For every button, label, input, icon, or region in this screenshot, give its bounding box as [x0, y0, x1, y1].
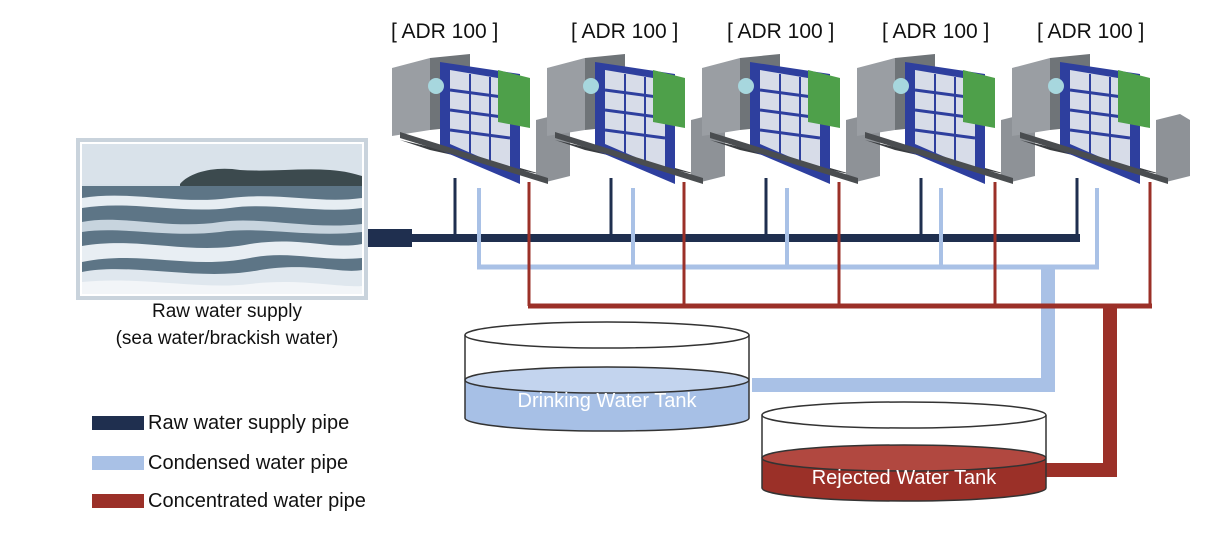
legend-raw-water: Raw water supply pipe: [92, 412, 349, 434]
drinking-water-tank-label: Drinking Water Tank: [517, 390, 697, 412]
adr-unit-label: [ ADR 100 ]: [1037, 20, 1145, 43]
condensed-water-pipe: [477, 188, 1099, 392]
legend-swatch-concentrated: [92, 494, 144, 508]
adr-unit-4: [857, 54, 1035, 184]
legend-swatch-condensed: [92, 456, 144, 470]
legend-label: Concentrated water pipe: [148, 489, 366, 512]
adr-unit-label: [ ADR 100 ]: [391, 20, 499, 43]
drinking-water-tank: [464, 321, 750, 432]
concentrated-water-pipe: [527, 182, 1152, 477]
adr-unit-5: [1012, 54, 1190, 184]
rejected-water-tank: [761, 401, 1047, 502]
rejected-water-tank-label: Rejected Water Tank: [811, 467, 997, 489]
adr-unit-label: [ ADR 100 ]: [727, 20, 835, 43]
source-label: Raw water supply: [152, 301, 302, 322]
adr-unit-2: [547, 54, 725, 184]
legend-label: Raw water supply pipe: [148, 411, 350, 434]
source-sublabel: (sea water/brackish water): [115, 328, 339, 349]
adr-unit-label: [ ADR 100 ]: [571, 20, 679, 43]
legend-condensed-water: Condensed water pipe: [92, 452, 348, 474]
legend-label: Condensed water pipe: [148, 451, 349, 474]
legend-concentrated-water: Concentrated water pipe: [92, 490, 366, 512]
adr-unit-3: [702, 54, 880, 184]
legend-swatch-raw: [92, 416, 144, 430]
adr-unit-1: [392, 54, 570, 184]
adr-unit-label: [ ADR 100 ]: [882, 20, 990, 43]
raw-water-supply-pipe: [368, 178, 1080, 247]
sea-photo: [76, 138, 368, 300]
